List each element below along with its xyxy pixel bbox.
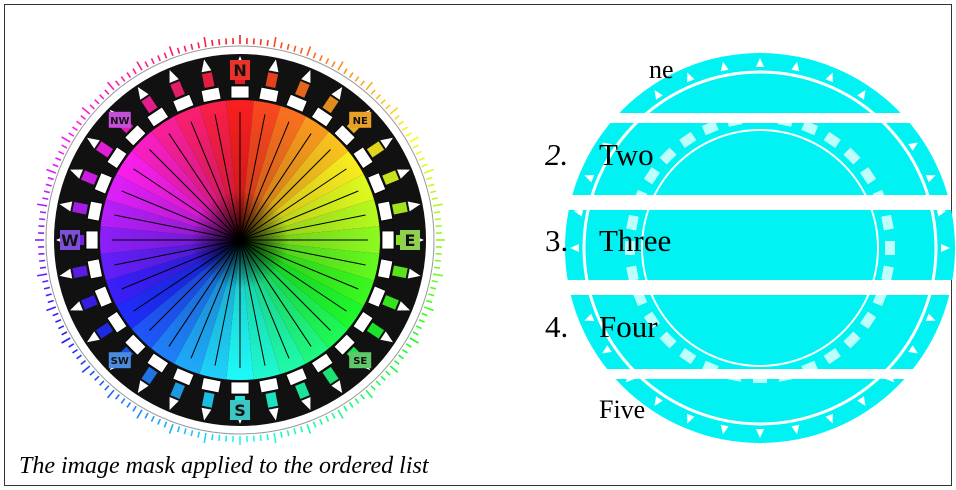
list-item-2-text: Two (599, 137, 654, 172)
direction-w: W (60, 230, 80, 250)
direction-ne: NE (349, 111, 372, 128)
direction-e: E (400, 230, 420, 250)
svg-text:N: N (233, 61, 246, 80)
list-item-4-number: 4. (545, 309, 569, 344)
direction-n: N (230, 60, 250, 80)
mask-bands (565, 53, 955, 443)
compass-rose-image: N NE E SE S SW W NW (35, 35, 445, 445)
direction-s: S (230, 400, 250, 420)
direction-labels: N NE E SE S SW W NW (60, 60, 420, 420)
mask-compass-shape (565, 53, 955, 443)
list-item-1-fragment: ne (649, 55, 674, 84)
svg-text:SE: SE (353, 356, 367, 367)
list-item-2-number: 2. (545, 137, 569, 172)
compass-rays (112, 112, 368, 368)
outer-degree-ring (35, 35, 445, 445)
list-item-3-text: Three (599, 223, 672, 258)
svg-text:W: W (61, 231, 79, 250)
svg-text:SW: SW (111, 356, 129, 367)
svg-text:S: S (234, 401, 246, 420)
point-number-ring (85, 85, 395, 395)
masked-ordered-list: ne 2. Two 3. Three 4. Four Five (545, 33, 955, 453)
svg-text:NE: NE (353, 116, 368, 127)
direction-se: SE (349, 352, 372, 369)
list-item-4-text: Four (599, 309, 658, 344)
svg-text:NW: NW (110, 116, 129, 127)
direction-nw: NW (108, 111, 131, 128)
figure-caption: The image mask applied to the ordered li… (19, 453, 429, 479)
svg-text:E: E (405, 231, 416, 250)
list-item-5-fragment: Five (599, 395, 646, 424)
direction-sw: SW (108, 352, 131, 369)
list-item-3-number: 3. (545, 223, 569, 258)
figure-frame: N NE E SE S SW W NW ne 2. Two 3. Three 4. Four … (4, 4, 955, 486)
